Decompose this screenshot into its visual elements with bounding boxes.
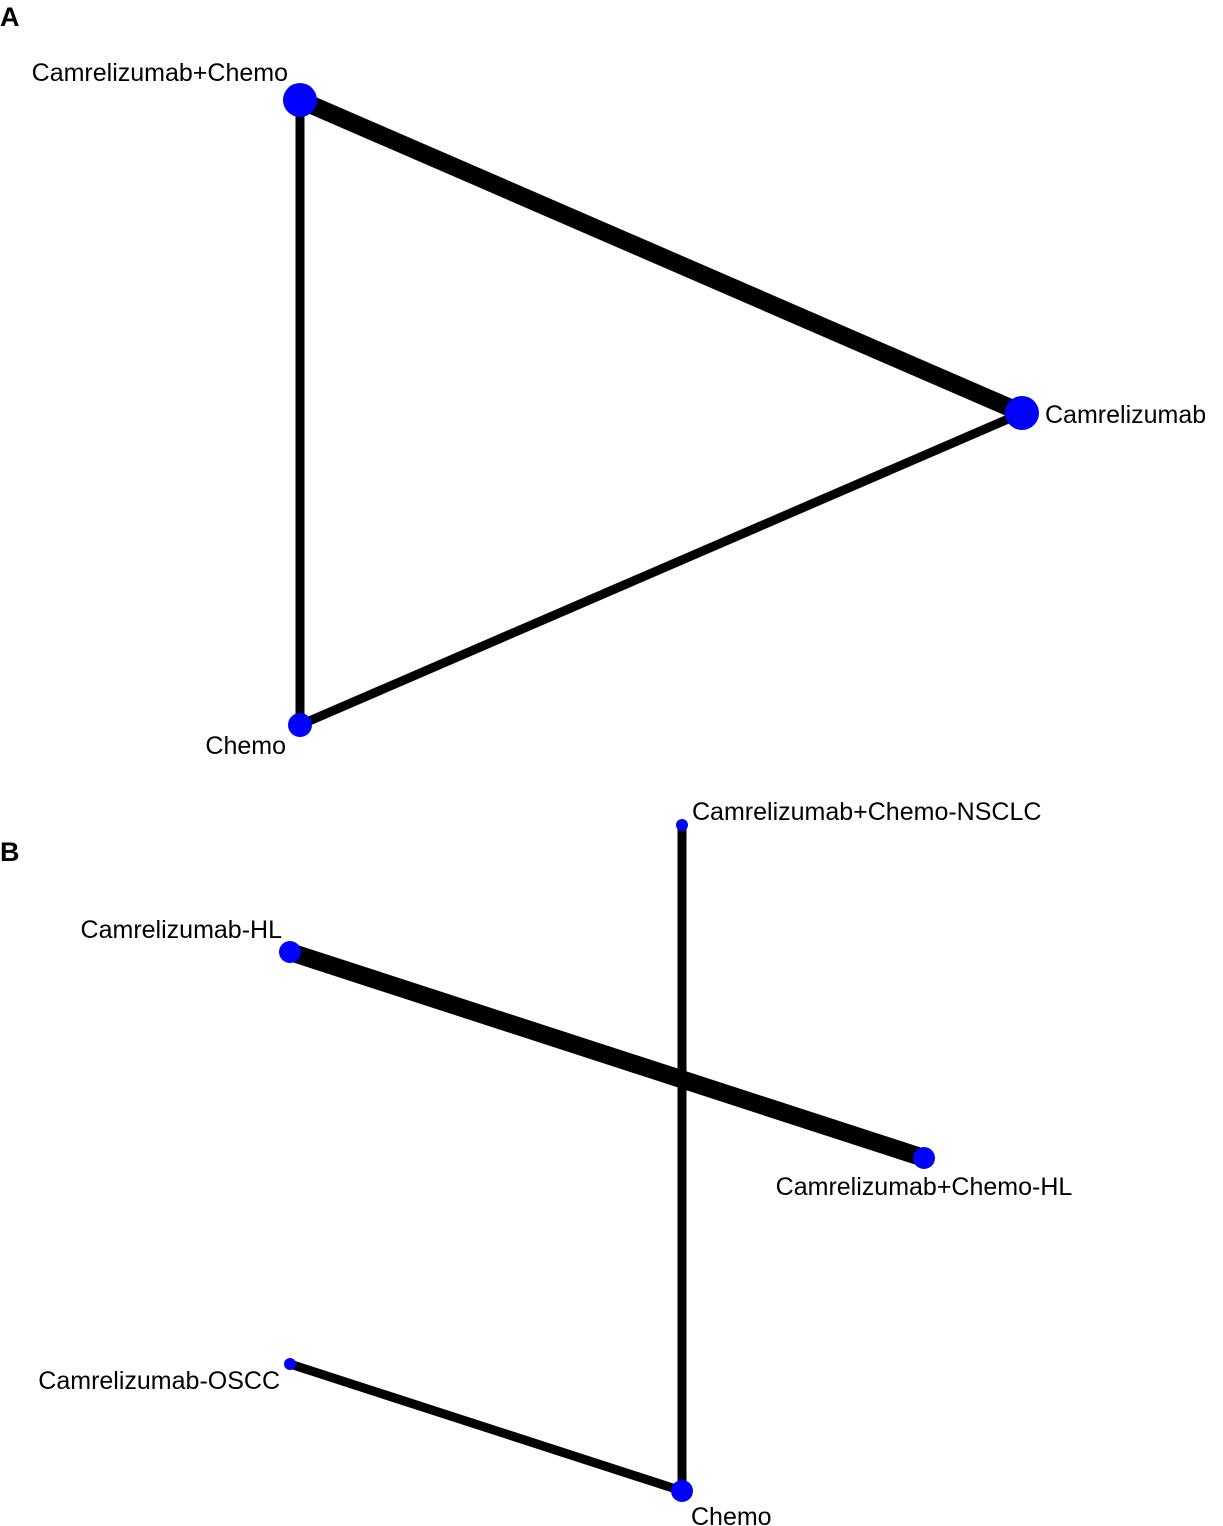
node-label-camrelizumab-oscc: Camrelizumab-OSCC — [38, 1367, 280, 1395]
node-label-chemo-b: Chemo — [691, 1503, 772, 1526]
node-label-camrelizumab-hl: Camrelizumab-HL — [81, 916, 283, 944]
panel-a: A Camrelizumab+Chemo Camrelizumab Chemo — [0, 2, 1206, 760]
node-camrelizumab-oscc — [284, 1358, 296, 1370]
panel-a-letter: A — [0, 2, 20, 32]
node-label-camrelizumab: Camrelizumab — [1045, 401, 1206, 429]
node-camrelizumab-hl — [279, 941, 301, 963]
node-label-camrelizumab-chemo-hl: Camrelizumab+Chemo-HL — [776, 1173, 1073, 1201]
edge-camrelizumab-hl-to-camrelizumab-chemo-hl — [287, 943, 927, 1167]
node-camrelizumab — [1005, 396, 1039, 430]
panel-b: B Camrelizumab+Chemo-NSCLC Camrelizumab-… — [0, 798, 1072, 1526]
node-chemo-b — [671, 1480, 693, 1502]
edge-camrelizumab-to-chemo — [298, 408, 1024, 730]
node-label-camrelizumab-chemo-nsclc: Camrelizumab+Chemo-NSCLC — [692, 798, 1041, 826]
node-camrelizumab-chemo — [283, 83, 317, 117]
node-chemo — [288, 713, 312, 737]
node-camrelizumab-chemo-nsclc — [676, 819, 688, 831]
node-label-chemo: Chemo — [205, 732, 286, 760]
node-label-camrelizumab-chemo: Camrelizumab+Chemo — [32, 59, 288, 87]
panel-b-letter: B — [0, 837, 20, 867]
node-camrelizumab-chemo-hl — [913, 1147, 935, 1169]
edge-camrelizumab-chemo-to-camrelizumab — [296, 91, 1026, 422]
edge-camrelizumab-oscc-to-chemo — [288, 1359, 684, 1496]
